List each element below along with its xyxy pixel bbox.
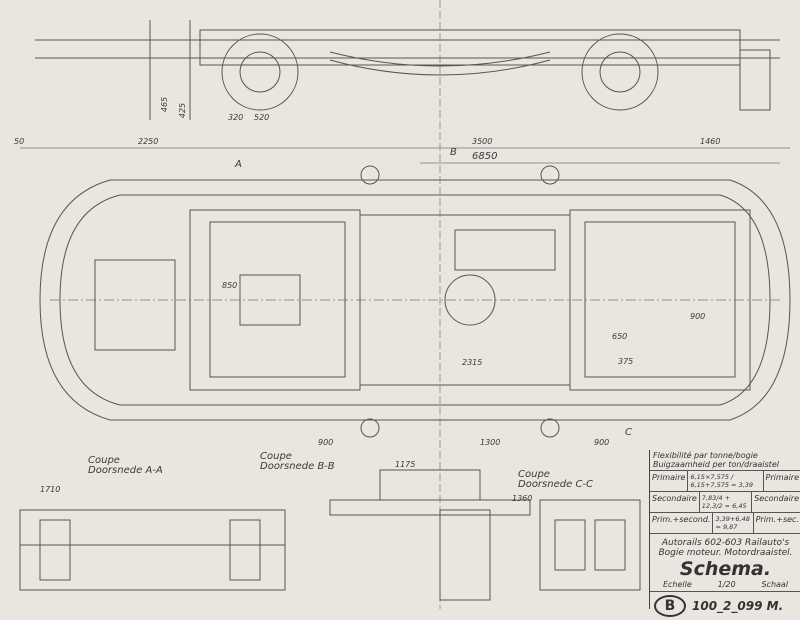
scale-label-nl: Schaal [761, 580, 789, 589]
row-label: Primaire [652, 473, 686, 482]
dim-2250: 2250 [138, 137, 159, 146]
row-formula: 6,15×7,575 / 6,15+7,575 = 3,39 [687, 471, 764, 491]
section-doorsnede: Doorsnede [260, 461, 315, 472]
scale-value: 1/20 [717, 580, 736, 589]
dim-465: 465 [160, 96, 170, 113]
section-code: A-A [145, 465, 163, 476]
row-formula: 7,83/4 + 12,3/2 = 6,45 [698, 492, 753, 512]
dim-1175: 1175 [395, 460, 416, 469]
section-code: B-B [317, 461, 335, 472]
section-mark-b: B [450, 147, 457, 158]
section-mark-c: C [625, 427, 632, 438]
dim-900-right: 900 [594, 438, 610, 447]
section-views [19, 469, 641, 601]
dim-425: 425 [178, 102, 188, 119]
row-formula: 3,39+6,48 = 9,87 [712, 513, 754, 533]
dim-1460: 1460 [700, 137, 721, 146]
dim-900-left: 900 [318, 438, 334, 447]
section-doorsnede: Doorsnede [88, 465, 143, 476]
dim-1300: 1300 [480, 438, 501, 447]
section-coupe: Coupe [518, 469, 550, 480]
drawing-title: Schema. [679, 558, 772, 580]
dim-320: 320 [228, 113, 244, 122]
row-label-nl: Primaire [765, 473, 799, 482]
dimension-lines [20, 0, 790, 609]
dim-1360: 1360 [512, 494, 533, 503]
drawing-id-row: B 100_2_099 M. [650, 592, 800, 620]
dim-2315: 2315 [462, 358, 483, 367]
dim-900-plan: 900 [690, 312, 706, 321]
dim-3500: 3500 [472, 137, 493, 146]
section-mark-a: A [235, 159, 242, 170]
section-code: C-C [575, 479, 594, 490]
dim-520: 520 [254, 113, 270, 122]
dim-1710: 1710 [40, 485, 61, 494]
row-label-nl: Prim.+sec. [755, 515, 799, 524]
heading-nl: Buigzaamheid per ton/draaistel [653, 460, 779, 469]
row-label: Secondaire [652, 494, 697, 503]
plan-view [39, 165, 791, 438]
heading-fr: Flexibilité par tonne/bogie [653, 451, 758, 460]
subject: Bogie moteur. Motordraaistel. [658, 548, 793, 558]
section-doorsnede: Doorsnede [518, 479, 573, 490]
scale-row: Echelle 1/20 Schaal [650, 580, 800, 592]
vehicle: Autorails 602-603 Railauto's [661, 538, 790, 548]
section-coupe: Coupe [260, 451, 292, 462]
section-coupe: Coupe [88, 455, 120, 466]
row-label: Prim.+second. [652, 515, 711, 524]
sncb-logo: B [654, 595, 686, 617]
side-view [35, 20, 780, 120]
row-label-nl: Secondaire [754, 494, 799, 503]
dim-650: 650 [612, 332, 628, 341]
dim-850: 850 [222, 281, 238, 290]
scale-label-fr: Echelle [662, 580, 692, 589]
dim-375: 375 [618, 357, 634, 366]
dim-6850: 6850 [472, 151, 498, 162]
dim-50: 50 [14, 137, 25, 146]
drawing-number: 100_2_099 M. [692, 599, 784, 613]
